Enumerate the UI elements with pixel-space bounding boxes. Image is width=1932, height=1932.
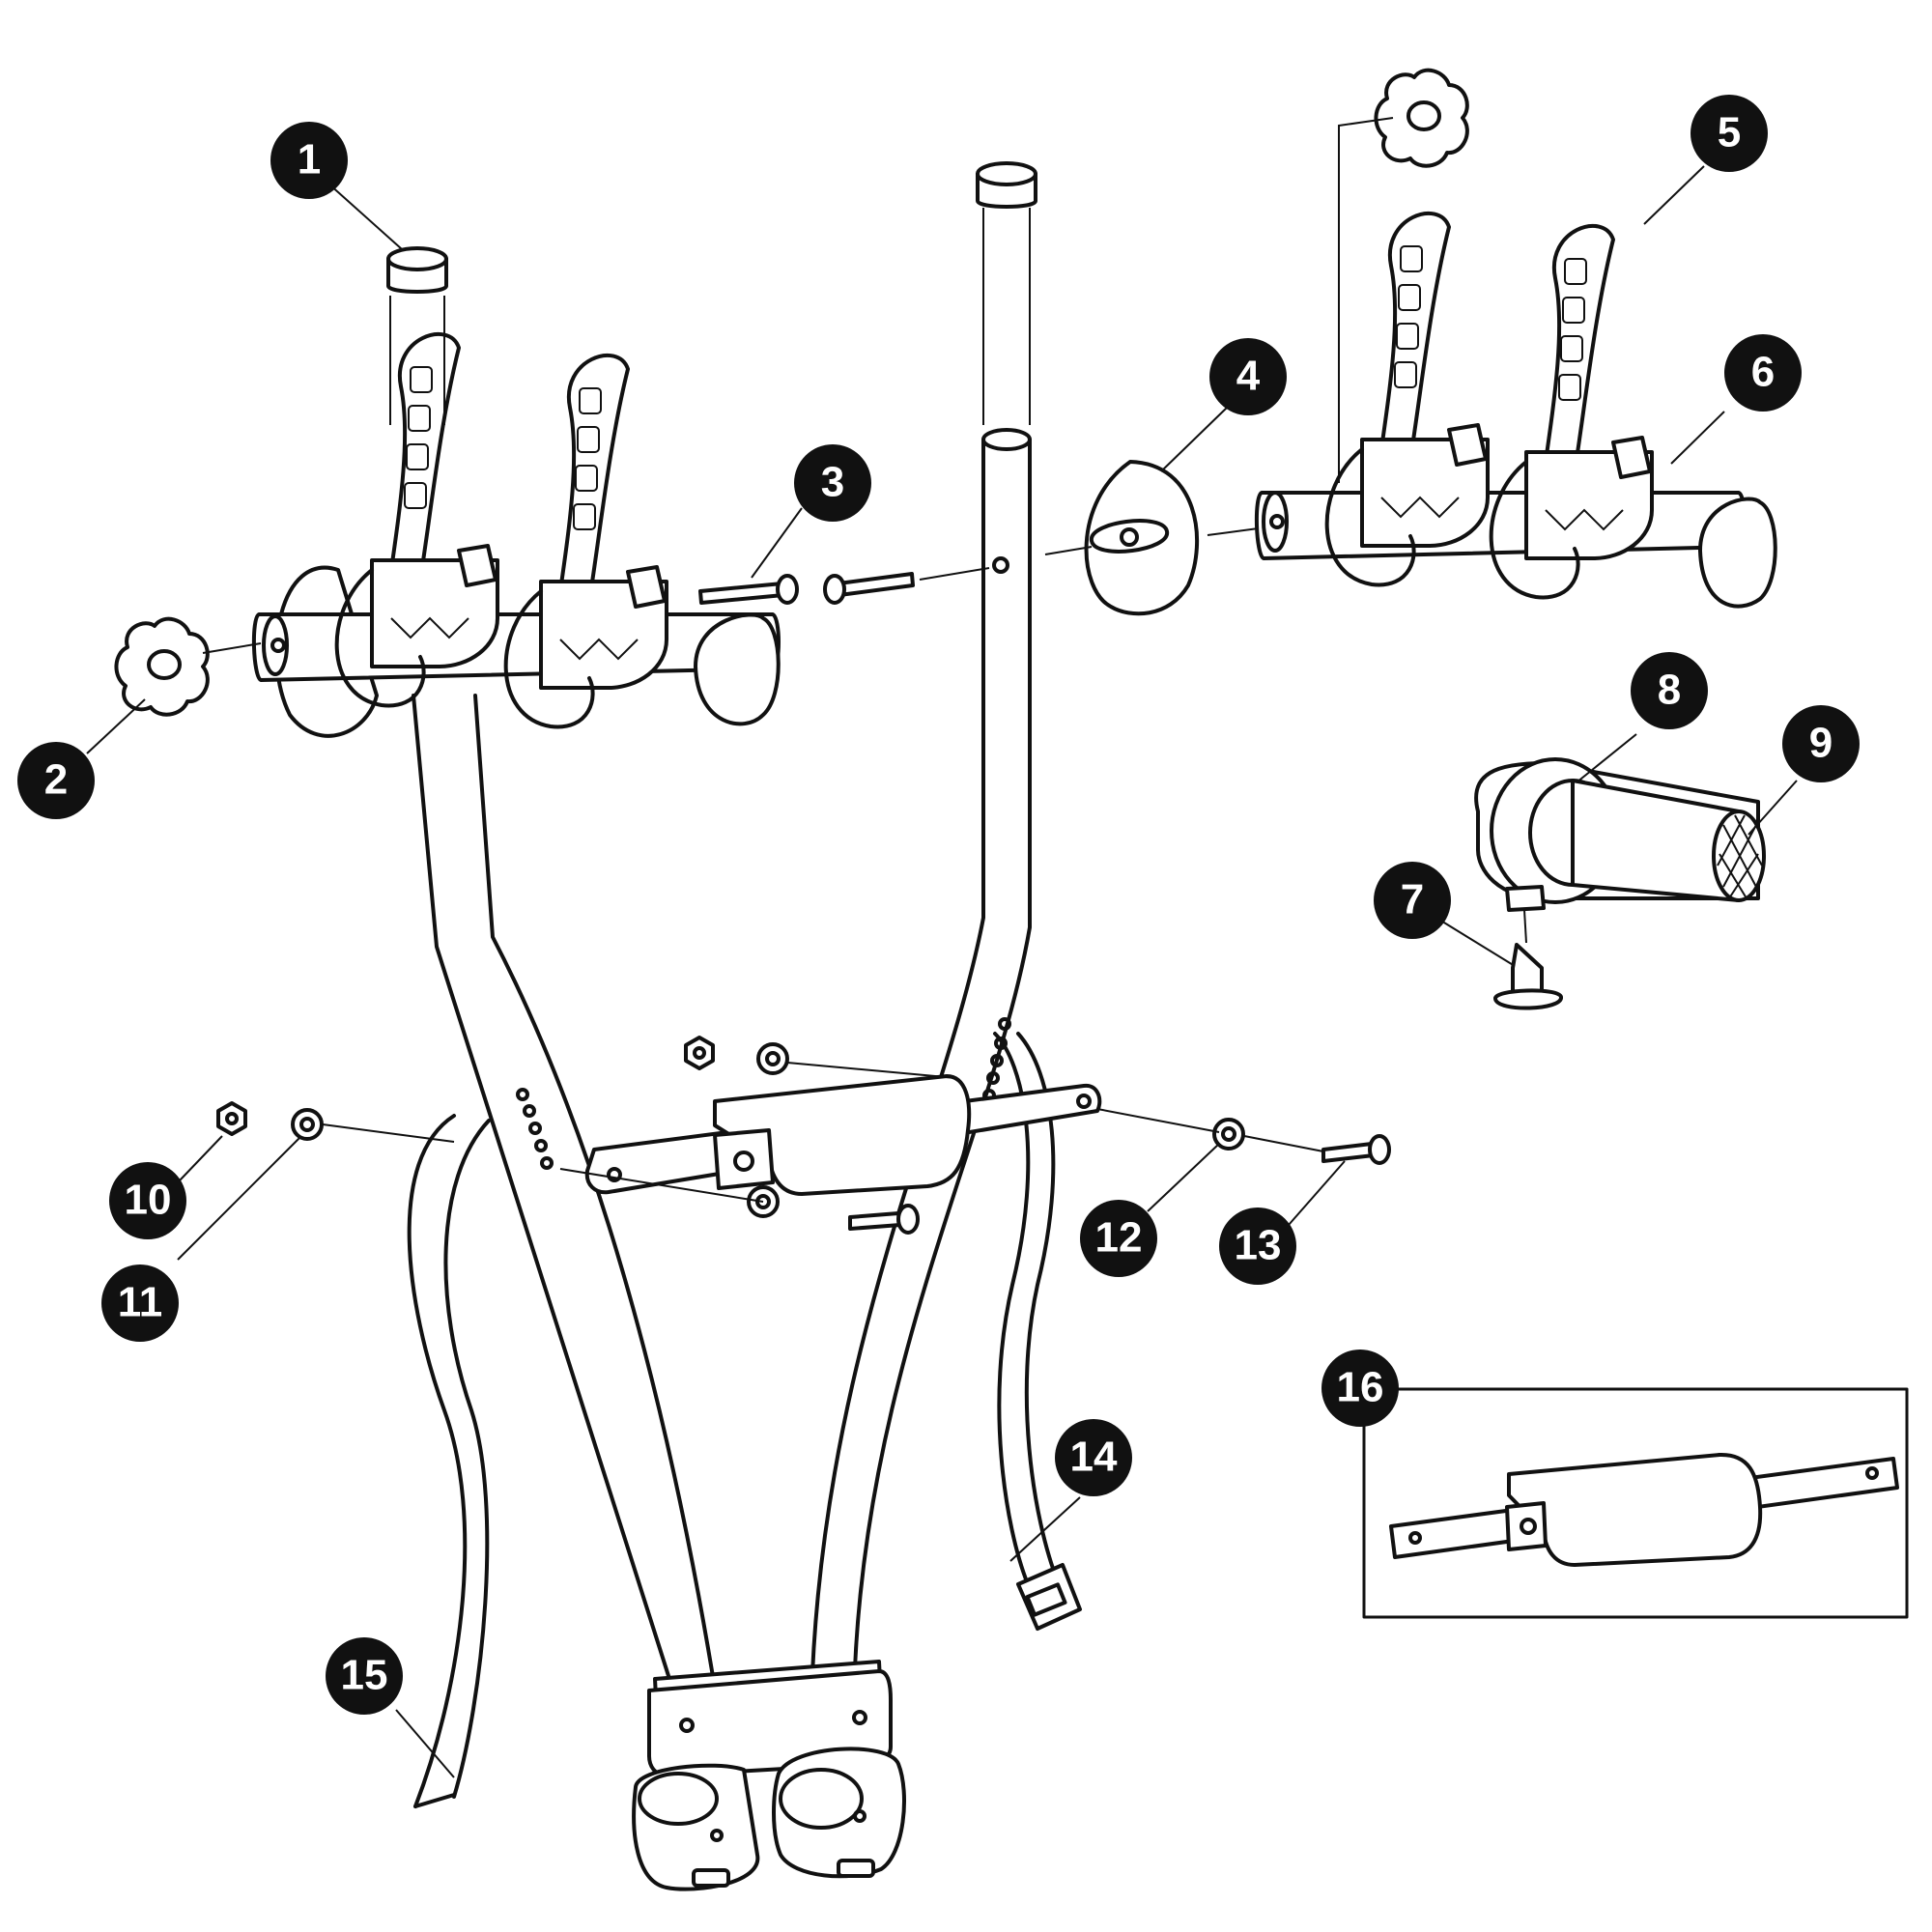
left-holder-assembly [251,331,781,738]
callout-13: 13 [1219,1208,1296,1285]
part-3-bolt [698,567,990,605]
callout-10-label: 10 [125,1177,172,1224]
callout-11-badge [101,1264,179,1342]
callout-2: 2 [17,742,95,819]
callout-5-label: 5 [1718,109,1741,156]
part-1-cap-right [976,161,1037,209]
callout-3-label: 3 [821,459,844,506]
part-7-screw [1492,943,1563,1010]
left-frame-tube [412,694,719,1702]
callout-15: 15 [326,1637,403,1715]
callout-6-badge [1724,334,1802,412]
hardware-set [216,1036,1391,1235]
callout-6: 6 [1724,334,1802,412]
callout-11-label: 11 [118,1279,163,1326]
part-2-knob-right [1338,68,1469,483]
callout-9: 9 [1782,705,1860,782]
callout-1-label: 1 [298,136,321,184]
part-16-cross-bar-frame [1362,1387,1909,1619]
callout-1: 1 [270,122,348,199]
callout-5: 5 [1690,95,1768,172]
callout-10: 10 [109,1162,186,1239]
callout-8: 8 [1631,652,1708,729]
cross-bar-assembly [584,1074,1102,1196]
callout-16-label: 16 [1337,1364,1384,1411]
callout-16: 16 [1321,1350,1399,1427]
callout-7-label: 7 [1401,876,1424,923]
leader-lines [86,165,1798,1778]
callout-4-badge [1209,338,1287,415]
callout-2-badge [17,742,95,819]
callout-3-badge [794,444,871,522]
callout-3: 3 [794,444,871,522]
callout-7-badge [1374,862,1451,939]
callout-8-badge [1631,652,1708,729]
callout-7: 7 [1374,862,1451,939]
callout-15-label: 15 [341,1652,388,1699]
part-15-strap [993,1032,1082,1631]
callout-13-label: 13 [1235,1222,1282,1269]
callout-11: 11 [101,1264,179,1342]
callout-1-badge [270,122,348,199]
callout-9-label: 9 [1809,720,1833,767]
callout-16-badge [1321,1350,1399,1427]
callout-12: 12 [1080,1200,1157,1277]
callout-4: 4 [1209,338,1287,415]
callout-14-badge [1055,1419,1132,1496]
callout-8-label: 8 [1658,667,1681,714]
top-post-line [982,208,1031,425]
callout-5-badge [1690,95,1768,172]
part-4-disc [1044,460,1266,616]
callout-10-badge [109,1162,186,1239]
callout-13-badge [1219,1208,1296,1285]
callout-15-badge [326,1637,403,1715]
callout-2-label: 2 [44,756,68,804]
callout-12-badge [1080,1200,1157,1277]
part-1-cap-left [386,246,448,425]
callout-6-label: 6 [1751,349,1775,396]
callout-9-badge [1782,705,1860,782]
right-frame-tube [810,428,1032,1702]
right-holder-assembly [1254,211,1777,609]
callout-14-label: 14 [1070,1434,1118,1481]
part-9-reflector [1571,779,1766,902]
callout-4-label: 4 [1236,353,1261,400]
bottom-clamp [632,1660,906,1891]
callout-12-label: 12 [1095,1214,1143,1262]
part-12-strap [407,1114,491,1808]
callout-14: 14 [1055,1419,1132,1496]
part-2-knob [114,616,262,717]
